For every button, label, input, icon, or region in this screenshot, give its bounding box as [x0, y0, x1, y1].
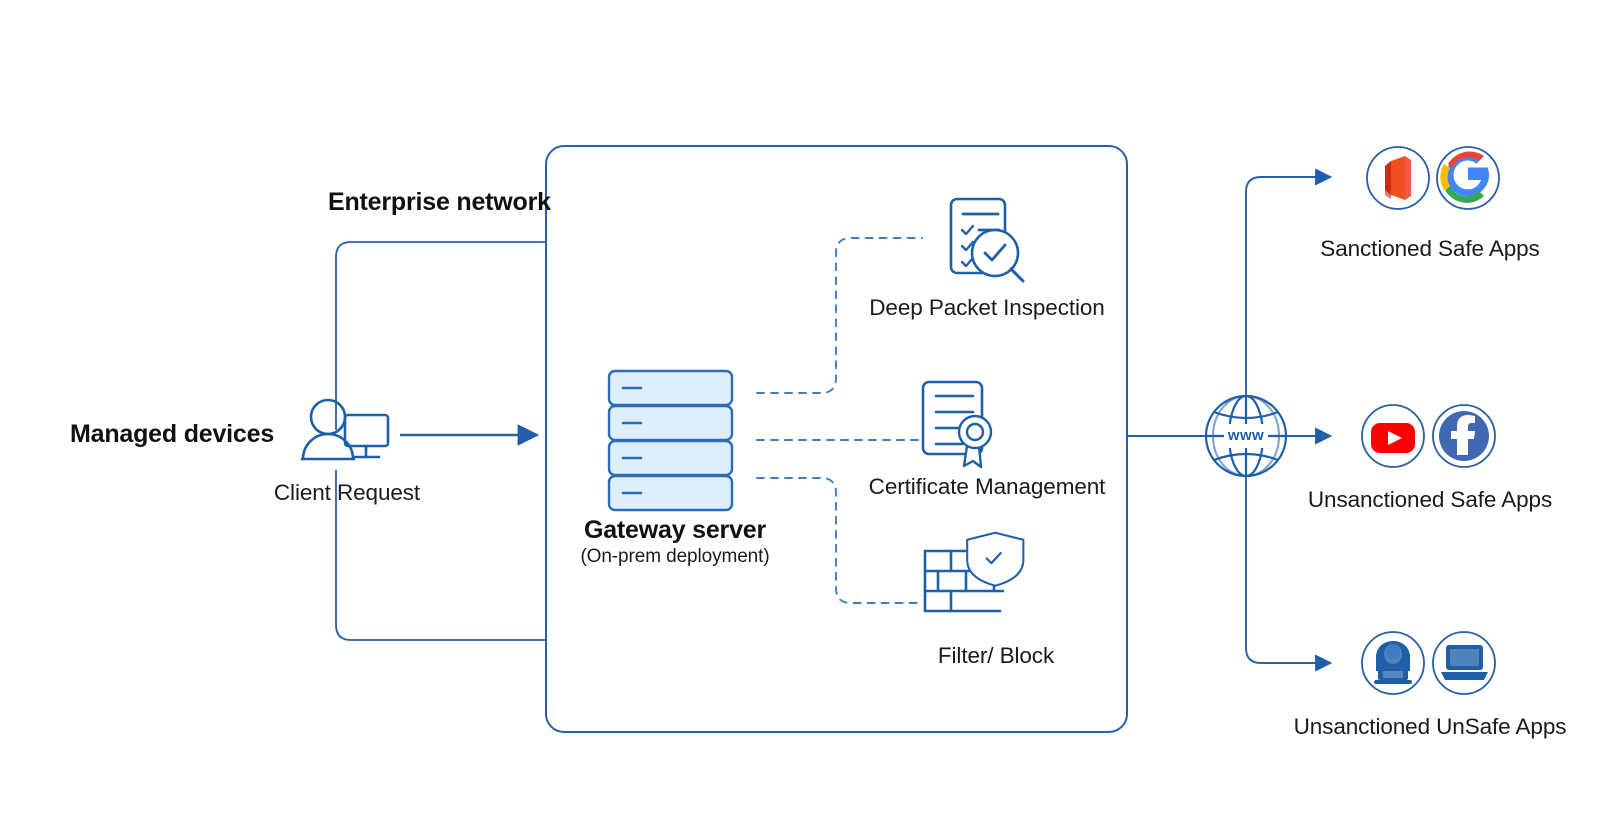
- client-loop-bottom-connector: [335, 470, 546, 641]
- managed-devices-label: Managed devices: [70, 420, 275, 448]
- feature-label-filter-block: Filter/ Block: [937, 643, 1055, 668]
- enterprise-network-label: Enterprise network: [328, 188, 551, 216]
- app-badge-laptop[interactable]: [1432, 631, 1496, 695]
- client-request-icon: [300, 398, 390, 461]
- app-badge-google[interactable]: [1436, 146, 1500, 210]
- app-badge-facebook[interactable]: [1432, 404, 1496, 468]
- app-badge-youtube[interactable]: [1361, 404, 1425, 468]
- checklist-magnifier-icon: [949, 197, 1025, 283]
- client-request-label: Client Request: [273, 480, 421, 505]
- gateway-server-title: Gateway server: [583, 516, 767, 544]
- globe-www-text: www: [1227, 427, 1265, 444]
- app-badge-hacker[interactable]: [1361, 631, 1425, 695]
- internet-to-unsanctioned-unsafe-connector: [1245, 476, 1333, 672]
- client-loop-top-connector: [335, 241, 546, 430]
- app-badge-office-365[interactable]: [1366, 146, 1430, 210]
- dashed-connector-deep-packet-inspection: [756, 237, 923, 394]
- gateway-server-icon: [607, 369, 734, 512]
- enterprise-network-box: [545, 145, 1128, 733]
- feature-label-deep-packet-inspection: Deep Packet Inspection: [869, 295, 1105, 320]
- destination-label-unsanctioned-safe-apps: Unsanctioned Safe Apps: [1307, 487, 1553, 512]
- destination-label-unsanctioned-unsafe-apps: Unsanctioned UnSafe Apps: [1293, 714, 1567, 739]
- destination-label-sanctioned-safe-apps: Sanctioned Safe Apps: [1320, 236, 1540, 261]
- feature-label-certificate-management: Certificate Management: [868, 474, 1106, 499]
- firewall-shield-icon: [923, 531, 1025, 613]
- dashed-connector-filter-block: [756, 477, 923, 604]
- gateway-server-subtitle: (On-prem deployment): [580, 546, 770, 567]
- internet-to-sanctioned-connector: [1245, 168, 1333, 396]
- certificate-seal-icon: [921, 380, 993, 469]
